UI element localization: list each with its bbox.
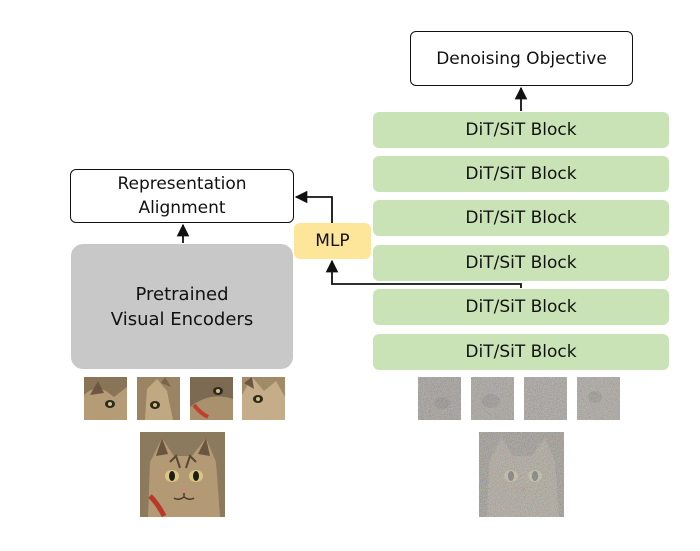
- clean-cat-image: [140, 432, 225, 517]
- mlp-label: MLP: [315, 231, 350, 251]
- dit-block-3: DiT/SiT Block: [373, 245, 669, 281]
- clean-cat-patch-2: [137, 377, 180, 420]
- pretrained-visual-encoders-box: Pretrained Visual Encoders: [71, 244, 293, 369]
- dit-block-label: DiT/SiT Block: [465, 297, 577, 317]
- dit-block-label: DiT/SiT Block: [465, 253, 577, 273]
- pretrained-visual-encoders-label: Pretrained Visual Encoders: [110, 283, 254, 330]
- dit-block-4: DiT/SiT Block: [373, 200, 669, 236]
- noisy-cat-patch-3: [524, 377, 567, 420]
- dit-block-6: DiT/SiT Block: [373, 112, 669, 148]
- representation-alignment-label: Representation Alignment: [117, 174, 247, 218]
- clean-cat-patch-1: [84, 377, 127, 420]
- dit-block-1: DiT/SiT Block: [373, 334, 669, 370]
- dit-block-label: DiT/SiT Block: [465, 164, 577, 184]
- denoising-objective-box: Denoising Objective: [410, 31, 633, 86]
- arrow-mlp-to-alignment: [294, 190, 333, 223]
- dit-block-label: DiT/SiT Block: [465, 208, 577, 228]
- clean-cat-patch-4: [242, 377, 285, 420]
- noisy-cat-image: [479, 432, 564, 517]
- dit-block-label: DiT/SiT Block: [465, 342, 577, 362]
- dit-block-5: DiT/SiT Block: [373, 156, 669, 192]
- denoising-objective-label: Denoising Objective: [436, 48, 607, 69]
- representation-alignment-box: Representation Alignment: [70, 169, 294, 223]
- mlp-box: MLP: [294, 223, 371, 259]
- noisy-cat-patch-4: [577, 377, 620, 420]
- arrow-block-to-mlp: [325, 259, 522, 288]
- noisy-cat-patch-1: [418, 377, 461, 420]
- dit-block-label: DiT/SiT Block: [465, 120, 577, 140]
- clean-cat-patch-3: [190, 377, 233, 420]
- noisy-cat-patch-2: [471, 377, 514, 420]
- dit-block-2: DiT/SiT Block: [373, 289, 669, 325]
